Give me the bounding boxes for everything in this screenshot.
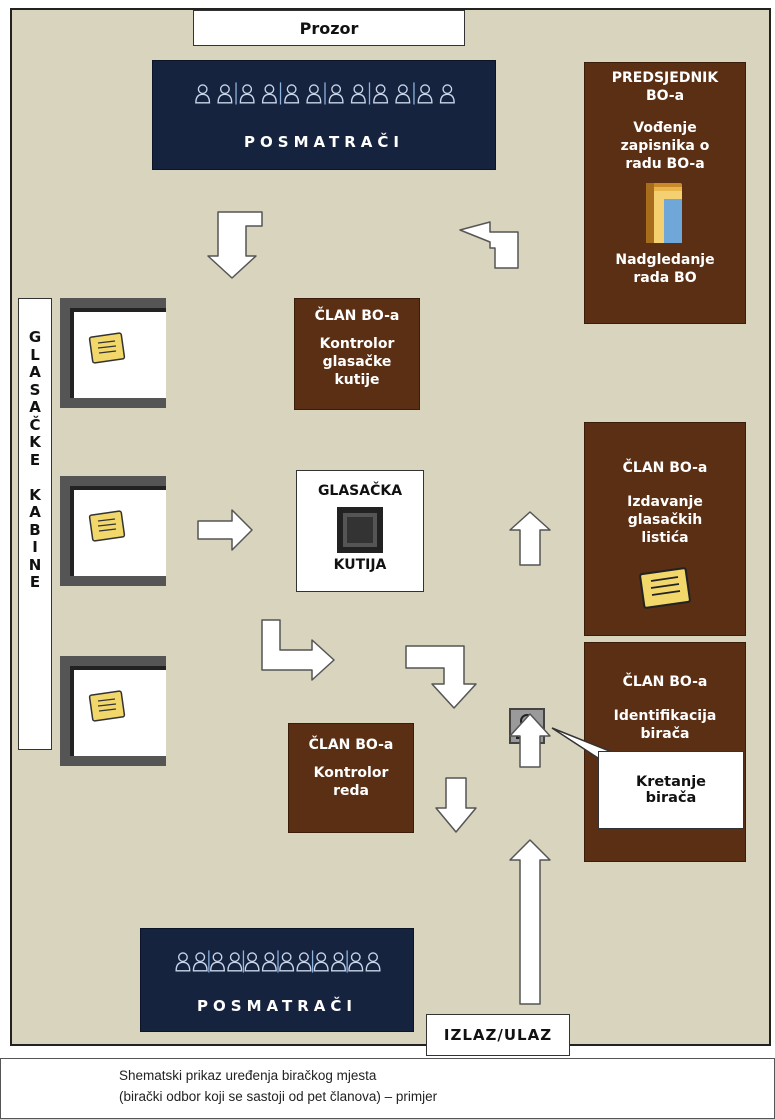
booths-label-letter: A bbox=[29, 398, 41, 416]
ballot-box-label-1: GLASAČKA bbox=[317, 483, 403, 499]
person-icon bbox=[227, 952, 243, 972]
member-order-controller: ČLAN BO-a Kontrolor reda bbox=[288, 723, 414, 833]
booths-label-letter bbox=[19, 469, 51, 487]
member-duty-1: Kontrolor bbox=[313, 765, 389, 781]
member-duty-1: Izdavanje bbox=[627, 494, 703, 510]
person-icon bbox=[239, 84, 255, 104]
member-issuing-ballots: ČLAN BO-a Izdavanje glasačkih listića bbox=[584, 422, 746, 636]
booths-label-letter: E bbox=[29, 450, 41, 469]
member-duty-2: glasačke bbox=[322, 354, 392, 370]
booths-label-letter: E bbox=[29, 573, 41, 591]
observers-top-people-icons bbox=[195, 82, 455, 105]
booths-label-letter: K bbox=[29, 485, 41, 504]
observers-bottom-people-icons bbox=[175, 950, 381, 973]
caption-line-2: (birački odbor koji se sastoji od pet čl… bbox=[119, 1089, 438, 1104]
observers-top-label: POSMATRAČI bbox=[244, 133, 404, 151]
booths-label-letter: A bbox=[29, 363, 41, 381]
caption-line-1: Shematski prikaz uređenja biračkog mjest… bbox=[119, 1068, 377, 1083]
exit-entrance-label: IZLAZ/ULAZ bbox=[426, 1014, 570, 1056]
person-icon bbox=[306, 84, 322, 104]
president-duty1-1: Vođenje bbox=[633, 120, 697, 136]
member-duty-1: Kontrolor bbox=[319, 336, 395, 352]
member-duty-2: birača bbox=[640, 726, 690, 742]
booths-label-letter: I bbox=[32, 538, 38, 556]
note-icon bbox=[88, 690, 126, 722]
person-icon bbox=[210, 952, 225, 972]
president-title-1: PREDSJEDNIK bbox=[611, 70, 719, 86]
observers-bottom-label: POSMATRAČI bbox=[197, 997, 357, 1015]
caption-box: Shematski prikaz uređenja biračkog mjest… bbox=[0, 1058, 775, 1119]
voter-movement-label: Kretanje birača bbox=[598, 751, 744, 829]
booths-label-letter: K bbox=[29, 433, 41, 451]
note-icon bbox=[88, 510, 126, 542]
ballot-box-label-2: KUTIJA bbox=[333, 557, 387, 573]
booths-label-letter: S bbox=[29, 380, 41, 399]
member-duty-3: kutije bbox=[334, 372, 380, 388]
member-duty-2: glasačkih bbox=[627, 512, 703, 528]
person-icon bbox=[331, 952, 346, 972]
person-icon bbox=[439, 84, 455, 104]
person-icon bbox=[296, 952, 312, 972]
voter-movement-line-2: birača bbox=[645, 790, 697, 806]
person-icon bbox=[395, 84, 411, 104]
person-icon bbox=[195, 84, 211, 104]
member-duty-3: listića bbox=[641, 530, 689, 546]
booths-label-letter: B bbox=[29, 520, 41, 539]
person-icon bbox=[244, 952, 260, 972]
person-icon bbox=[192, 952, 208, 972]
ballot-box: GLASAČKA KUTIJA bbox=[296, 470, 424, 592]
president-duty1-3: radu BO-a bbox=[625, 156, 705, 172]
person-icon bbox=[417, 84, 433, 104]
member-title: ČLAN BO-a bbox=[622, 674, 708, 690]
note-icon bbox=[88, 332, 126, 364]
observers-top: POSMATRAČI bbox=[152, 60, 496, 170]
president-duty2-1: Nadgledanje bbox=[615, 252, 715, 268]
member-title: ČLAN BO-a bbox=[314, 308, 400, 324]
voter-movement-line-1: Kretanje bbox=[635, 774, 707, 790]
person-icon bbox=[313, 952, 329, 972]
booths-label-letter: L bbox=[30, 345, 40, 364]
booths-label-letter: Č bbox=[29, 415, 41, 434]
member-title: ČLAN BO-a bbox=[308, 737, 394, 753]
person-icon bbox=[217, 84, 233, 104]
booths-label-letter: G bbox=[28, 328, 42, 346]
voter-person-icon bbox=[509, 708, 545, 744]
president-duty1-2: zapisnika o bbox=[620, 138, 710, 154]
member-duty-1: Identifikacija bbox=[613, 708, 717, 724]
person-icon bbox=[348, 952, 364, 972]
window-label: Prozor bbox=[193, 10, 465, 46]
observers-bottom: POSMATRAČI bbox=[140, 928, 414, 1032]
person-icon bbox=[279, 952, 295, 972]
member-title: ČLAN BO-a bbox=[622, 460, 708, 476]
voting-booth-3 bbox=[60, 656, 166, 766]
person-icon bbox=[350, 84, 366, 104]
president-duty2-2: rada BO bbox=[633, 270, 697, 286]
booths-label-letter: N bbox=[28, 555, 42, 574]
president-box: PREDSJEDNIK BO-a Vođenje zapisnika o rad… bbox=[584, 62, 746, 324]
person-icon bbox=[261, 952, 277, 972]
person-icon bbox=[175, 952, 191, 972]
member-ballot-box-controller: ČLAN BO-a Kontrolor glasačke kutije bbox=[294, 298, 420, 410]
note-icon bbox=[639, 567, 691, 609]
voting-booth-1 bbox=[60, 298, 166, 408]
president-title-2: BO-a bbox=[645, 88, 685, 104]
member-duty-2: reda bbox=[333, 783, 369, 799]
voting-booth-2 bbox=[60, 476, 166, 586]
person-icon bbox=[373, 84, 389, 104]
person-icon bbox=[328, 84, 344, 104]
ballot-box-icon bbox=[337, 507, 383, 553]
person-icon bbox=[365, 952, 381, 972]
person-icon bbox=[261, 84, 277, 104]
folder-icon bbox=[646, 183, 682, 243]
person-icon bbox=[284, 84, 300, 104]
booths-label-letter: A bbox=[29, 503, 41, 521]
